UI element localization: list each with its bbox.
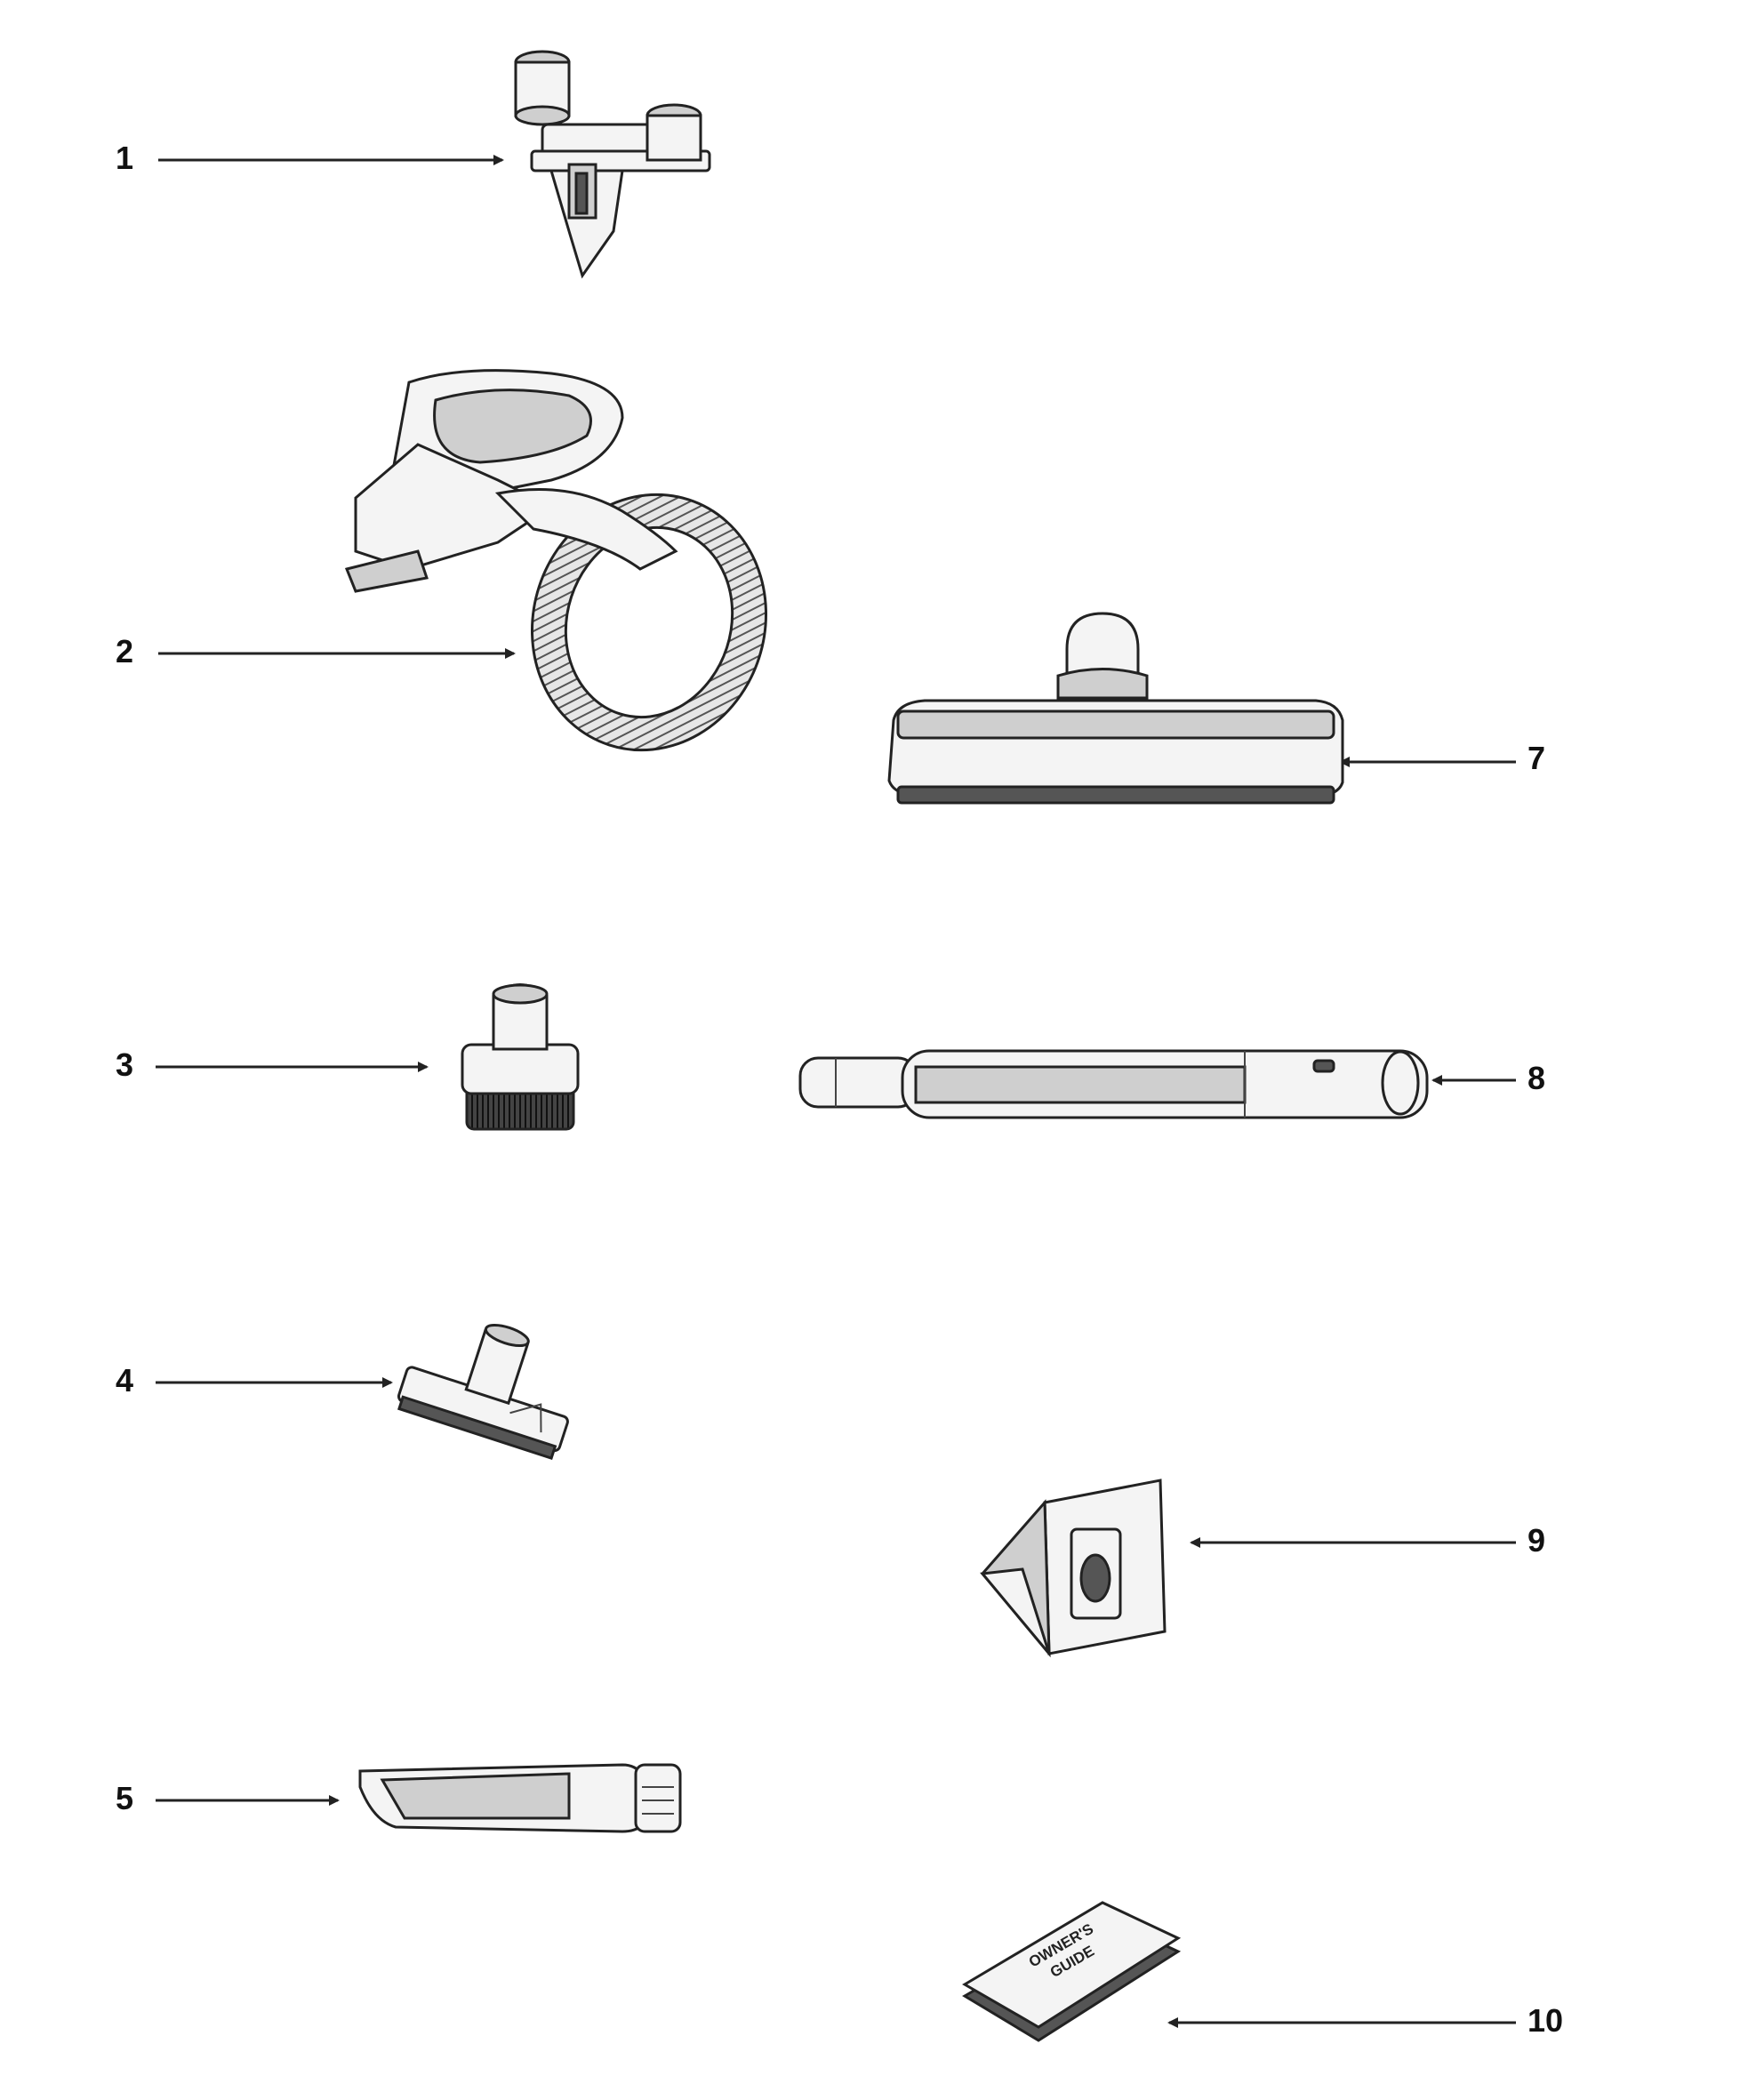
floor-brush-part bbox=[887, 612, 1344, 805]
callout-2[interactable]: 2 bbox=[116, 633, 516, 669]
callout-5-number: 5 bbox=[116, 1780, 133, 1816]
upholstery-tool-part bbox=[397, 1323, 569, 1461]
callout-7[interactable]: 7 bbox=[1339, 740, 1545, 776]
dusting-brush-part bbox=[461, 983, 580, 1131]
crevice-tool-part bbox=[358, 1763, 682, 1833]
callout-1[interactable]: 1 bbox=[116, 140, 504, 176]
wand-part bbox=[798, 1049, 1429, 1119]
callout-9-number: 9 bbox=[1527, 1522, 1545, 1559]
callout-8-number: 8 bbox=[1527, 1060, 1545, 1096]
callout-10-number: 10 bbox=[1527, 2002, 1563, 2039]
callout-10[interactable]: 10 bbox=[1167, 2002, 1563, 2039]
callout-2-number: 2 bbox=[116, 633, 133, 669]
callout-5[interactable]: 5 bbox=[116, 1780, 340, 1816]
callout-4[interactable]: 4 bbox=[116, 1362, 393, 1399]
callout-3-number: 3 bbox=[116, 1046, 133, 1083]
callout-9[interactable]: 9 bbox=[1190, 1522, 1545, 1559]
callout-8[interactable]: 8 bbox=[1431, 1060, 1545, 1096]
tool-caddy-part bbox=[514, 50, 711, 279]
callout-4-number: 4 bbox=[116, 1362, 133, 1399]
owners-guide-part: OWNER'S GUIDE bbox=[962, 1901, 1182, 2042]
vacuum-bag-part bbox=[980, 1479, 1167, 1658]
callout-3[interactable]: 3 bbox=[116, 1046, 429, 1083]
callout-7-number: 7 bbox=[1527, 740, 1545, 776]
callout-1-number: 1 bbox=[116, 140, 133, 176]
hose-part bbox=[344, 369, 768, 752]
